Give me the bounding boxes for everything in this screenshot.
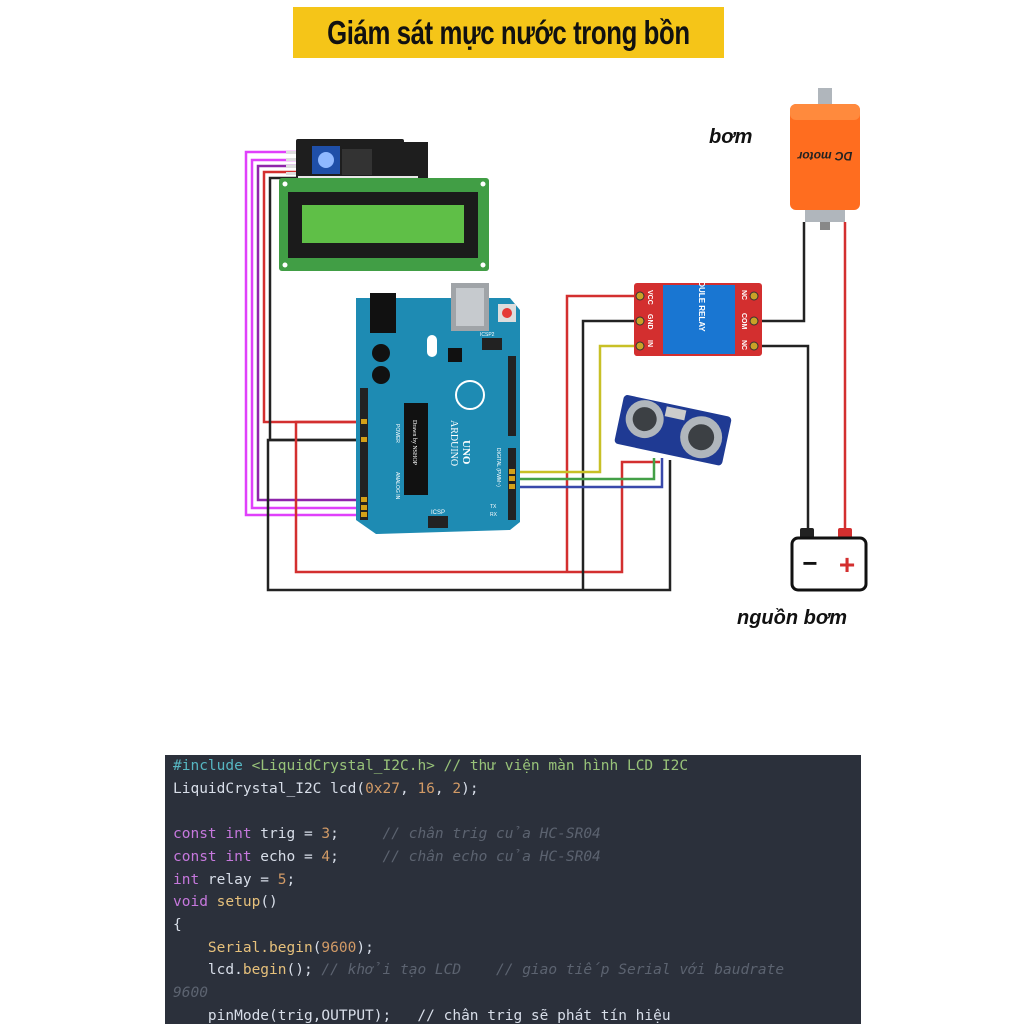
code-token: #include <box>173 758 252 774</box>
code-line <box>165 800 861 823</box>
code-token: (); <box>286 962 322 979</box>
code-token: , <box>434 780 453 797</box>
code-token: Serial. <box>173 939 270 956</box>
code-token: relay = <box>199 871 278 888</box>
code-token: () <box>260 894 278 911</box>
code-line: const int trig = 3; // chân trig của HC-… <box>165 823 861 846</box>
code-token: // chân trig của HC-SR04 <box>382 826 601 843</box>
arduino-board: ARDUINO UNO Drawn by NSHOP POWER ANALOG … <box>356 283 520 534</box>
code-token: // khởi tạo LCD // giao tiếp Serial với … <box>321 962 785 979</box>
wire-pump-black <box>754 222 806 323</box>
code-token: pinMode(trig,OUTPUT); // chân trig sẽ ph… <box>173 1007 671 1024</box>
arduino-digital-label: DIGITAL (PWM~) <box>495 448 501 487</box>
battery: − + <box>790 528 868 592</box>
wire-purple-1 <box>256 164 360 502</box>
i2c-module <box>286 139 428 182</box>
code-token: ; <box>330 826 383 843</box>
relay-module: MODULE RELAY VCC GND IN NC COM NC <box>634 268 762 356</box>
wiring-diagram: ARDUINO UNO Drawn by NSHOP POWER ANALOG … <box>244 88 868 592</box>
relay-pin-nc2: NC <box>740 340 747 350</box>
code-token: lcd. <box>173 962 243 979</box>
code-line: Serial.begin(9600); <box>165 937 861 960</box>
code-token: 16 <box>417 780 435 797</box>
code-block: #include <LiquidCrystal_I2C.h> // thư vi… <box>165 755 861 1024</box>
code-token: const int <box>173 848 252 865</box>
dc-motor: DC motor <box>790 88 860 230</box>
code-token: 3 <box>321 826 331 843</box>
pump-label: bơm <box>709 126 753 148</box>
arduino-chip-text: Drawn by NSHOP <box>411 420 417 466</box>
code-token: 4 <box>321 848 331 865</box>
relay-pin-gnd: GND <box>646 314 653 330</box>
wire-relay-gnd <box>581 319 640 590</box>
arduino-rx-label: RX <box>490 512 498 518</box>
code-line: int relay = 5; <box>165 869 861 892</box>
motor-text: DC motor <box>796 149 852 163</box>
code-line: const int echo = 4; // chân echo của HC-… <box>165 846 861 869</box>
arduino-icsp-label: ICSP <box>431 510 445 516</box>
code-line: pinMode(trig,OUTPUT); // chân trig sẽ ph… <box>165 1005 861 1024</box>
code-line: { <box>165 914 861 937</box>
title-text: Giám sát mực nước trong bồn <box>327 13 690 51</box>
code-token: 9600 <box>321 939 357 956</box>
code-line: void setup() <box>165 891 861 914</box>
arduino-model: UNO <box>460 440 472 465</box>
lcd-display <box>279 178 489 271</box>
code-token: ; <box>286 871 296 888</box>
code-line: #include <LiquidCrystal_I2C.h> // thư vi… <box>165 755 861 778</box>
relay-pin-vcc: VCC <box>646 290 653 305</box>
wire-magenta-1 <box>244 150 360 517</box>
code-token: { <box>173 916 182 933</box>
code-token: setup <box>207 894 261 911</box>
code-token: <LiquidCrystal_I2C.h> <box>251 758 435 774</box>
code-token: , <box>399 780 418 797</box>
code-token: ; <box>330 848 383 865</box>
code-token: void <box>173 894 208 911</box>
wire-gnd-bus <box>266 438 672 592</box>
arduino-icsp2-label: ICSP2 <box>480 332 495 338</box>
code-token: LiquidCrystal_I2C lcd( <box>173 780 366 797</box>
code-line: lcd.begin(); // khởi tạo LCD // giao tiế… <box>165 959 861 982</box>
code-token: const int <box>173 826 252 843</box>
wire-5v-bus <box>294 420 660 574</box>
arduino-brand: ARDUINO <box>448 420 459 466</box>
wire-green <box>512 458 656 481</box>
arduino-power-label: POWER <box>394 424 400 443</box>
code-token: int <box>173 871 200 888</box>
relay-pin-nc1: NC <box>740 290 747 300</box>
code-token: ); <box>356 939 374 956</box>
code-token: 0x27 <box>365 780 400 797</box>
arduino-tx-label: TX <box>490 504 497 510</box>
code-line: LiquidCrystal_I2C lcd(0x27, 16, 2); <box>165 778 861 801</box>
code-token: // chân echo của HC-SR04 <box>382 848 601 865</box>
code-token: echo = <box>251 848 322 865</box>
relay-name: MODULE RELAY <box>697 268 706 332</box>
wire-magenta-2 <box>250 158 360 510</box>
power-source-label: nguồn bơm <box>737 607 848 629</box>
relay-pin-in: IN <box>646 340 653 347</box>
code-token: // thư viện màn hình LCD I2C <box>434 758 689 774</box>
wire-blue <box>512 458 664 489</box>
battery-minus: − <box>802 548 817 578</box>
code-token: 5 <box>277 871 287 888</box>
code-token: begin <box>242 962 287 979</box>
code-token: 2 <box>452 780 462 797</box>
page-title: Giám sát mực nước trong bồn <box>293 7 724 58</box>
wire-battery-black <box>754 344 810 532</box>
wire-relay-in <box>512 344 640 474</box>
code-token: ( <box>312 939 322 956</box>
code-token: begin <box>269 939 313 956</box>
code-line: 9600 <box>165 982 861 1005</box>
code-token: trig = <box>251 826 322 843</box>
ultrasonic-sensor <box>614 395 732 466</box>
code-token: ); <box>461 780 479 797</box>
arduino-analog-label: ANALOG IN <box>394 472 400 500</box>
battery-plus: + <box>839 549 855 580</box>
relay-pin-com: COM <box>740 313 747 330</box>
code-token: 9600 <box>173 985 208 1002</box>
